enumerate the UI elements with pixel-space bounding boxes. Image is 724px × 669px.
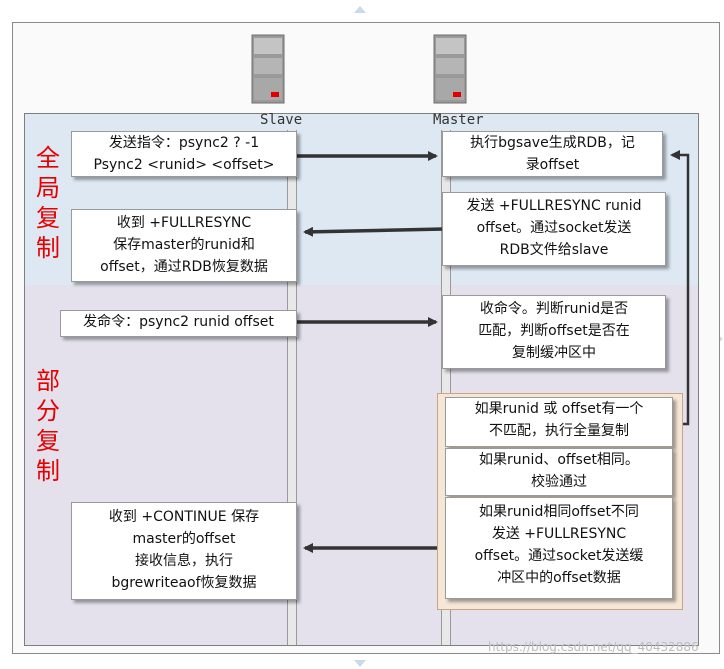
scroll-up-icon[interactable] <box>354 6 366 13</box>
master-server-icon <box>433 34 467 104</box>
watermark: https://blog.csdn.net/qq_40432886 <box>488 640 699 654</box>
slave-psync-partial-box: 发命令：psync2 runid offset <box>60 310 297 337</box>
case-offset-diff-box: 如果runid相同offset不同 发送 +FULLRESYNC offset。… <box>445 497 673 599</box>
master-check-box: 收命令。判断runid是否 匹配，判断offset是否在 复制缓冲区中 <box>442 295 666 369</box>
phase-label-full: 全局 复制 <box>36 144 60 262</box>
master-bgsave-box: 执行bgsave生成RDB，记 录offset <box>442 131 663 177</box>
master-fullresync-box: 发送 +FULLRESYNC runid offset。通过socket发送 R… <box>442 192 666 266</box>
arrow-fullresync-to-slave <box>303 226 445 237</box>
slave-recv-continue-box: 收到 +CONTINUE 保存 master的offset 接收信息，执行 bg… <box>71 502 297 600</box>
slave-server-icon <box>251 34 285 104</box>
arrow-loop-to-bgsave <box>670 150 690 426</box>
master-label: Master <box>433 112 484 128</box>
master-lifeline <box>441 130 451 645</box>
slave-label: Slave <box>260 112 303 128</box>
case-same-box: 如果runid、offset相同。 校验通过 <box>445 448 673 496</box>
phase-label-partial: 部分 复制 <box>36 367 60 485</box>
slave-lifeline <box>287 130 297 645</box>
slave-recv-fullresync-box: 收到 +FULLRESYNC 保存master的runid和 offset，通过… <box>71 209 297 282</box>
case-mismatch-box: 如果runid 或 offset有一个 不匹配，执行全量复制 <box>445 397 673 447</box>
slave-psync-box: 发送指令：psync2 ? -1 Psync2 <runid> <offset> <box>71 131 297 177</box>
scroll-down-icon[interactable] <box>354 660 366 667</box>
